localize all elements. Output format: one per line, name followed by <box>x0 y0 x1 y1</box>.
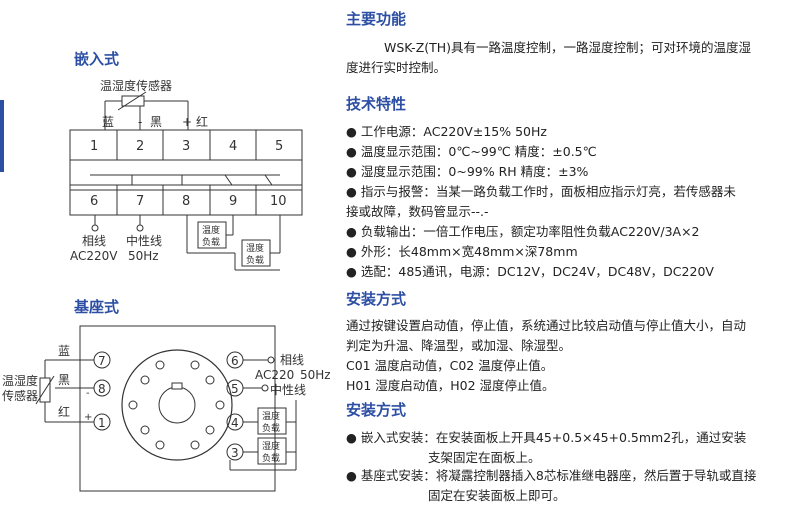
temp-load-l1: 温度 <box>202 224 220 236</box>
tech-item-text: 指示与报警：当某一路负载工作时，面板相应指示灯亮，若传感器未 <box>360 184 736 199</box>
hum-load-l1: 湿度 <box>246 242 264 254</box>
embedded-wiring-diagram: 温湿度传感器 蓝 - 黑 + 红 1 2 3 4 5 6 7 8 9 10 相线… <box>69 78 303 271</box>
install-line-1: 通过按键设置启动值，停止值，系统通过比较启动值与停止值大小，自动 <box>346 318 747 333</box>
live-label: 相线 <box>82 234 106 248</box>
socket-pin-1: 1 <box>98 416 106 430</box>
tech-item-text: 负载输出：一倍工作电压，额定功率阻性负载AC220V/3A×2 <box>360 224 700 239</box>
tech-item: ● 指示与报警：当某一路负载工作时，面板相应指示灯亮，若传感器未 <box>346 184 736 199</box>
socket-hum-load-box <box>257 437 287 465</box>
install-title: 安装方式 <box>346 290 407 308</box>
tech-item-text: 外形：长48mm×宽48mm×深78mm <box>360 244 578 259</box>
tech-item-text: 湿度显示范围：0~99% RH 精度：±3% <box>360 164 589 179</box>
socket-ring <box>121 349 233 461</box>
socket-plus: + <box>84 412 92 423</box>
socket-pin-6: 6 <box>231 354 239 368</box>
install2-item: ● 嵌入式安装：在安装面板上开具45+0.5×45+0.5mm2孔，通过安装 <box>346 430 747 445</box>
install2-item-cont: 支架固定在面板上。 <box>428 450 541 465</box>
sensor-symbol <box>121 95 145 107</box>
terminal-10: 10 <box>270 194 287 209</box>
wire-black-label: 黑 <box>150 115 162 129</box>
install2-item: ● 基座式安装：将凝露控制器插入8芯标准继电器座，然后置于导轨或直接 <box>346 468 757 483</box>
left-accent-bar <box>0 100 4 172</box>
socket-pin-4: 4 <box>231 416 239 430</box>
socket-wire-black: 黑 <box>58 373 70 387</box>
terminal-6: 6 <box>90 194 98 209</box>
install2-title: 安装方式 <box>346 401 407 419</box>
freq-label: 50Hz <box>128 249 159 263</box>
tech-title: 技术特性 <box>346 95 407 113</box>
socket-ac-label: AC220 <box>255 368 294 382</box>
main-func-line-2: 度进行实时控制。 <box>346 60 447 75</box>
install-line-2: 判定为升温、降温型，或加湿、除湿型。 <box>346 338 572 353</box>
socket-wiring-diagram: 7 8 1 6 5 4 3 蓝 黑 红 - + 温湿度 传感器 相线 AC220… <box>2 325 330 492</box>
tech-item: ● 湿度显示范围：0~99% RH 精度：±3% <box>346 164 589 179</box>
socket-temp-load-l1: 温度 <box>262 410 280 422</box>
terminal-7: 7 <box>136 194 144 209</box>
terminal-5: 5 <box>275 139 283 154</box>
tech-item: ● 工作电源：AC220V±15% 50Hz <box>346 124 547 139</box>
hum-load-l2: 负载 <box>246 254 264 266</box>
socket-pin-8: 8 <box>98 382 106 396</box>
socket-minus: - <box>86 388 90 399</box>
socket-wire-red: 红 <box>58 404 70 419</box>
socket-pin-5: 5 <box>231 382 239 396</box>
socket-pin-7: 7 <box>98 354 106 368</box>
install2-item-cont: 固定在安装面板上即可。 <box>428 488 566 503</box>
socket-frame <box>79 325 276 492</box>
main-func-title: 主要功能 <box>346 10 407 28</box>
socket-temp-load-l2: 负载 <box>262 422 280 434</box>
terminal-9: 9 <box>229 194 237 209</box>
temp-load-l2: 负载 <box>202 236 220 248</box>
install-line-3: C01 温度启动值，C02 温度停止值。 <box>346 358 554 373</box>
socket-wire-blue: 蓝 <box>58 344 70 358</box>
socket-freq-label: 50Hz <box>300 368 330 382</box>
wire-red-label: 红 <box>196 114 208 129</box>
tech-item-text: 选配：485通讯，电源：DC12V，DC24V，DC48V，DC220V <box>360 264 714 279</box>
socket-sensor-l2: 传感器 <box>2 388 38 403</box>
install-line-4: H01 湿度启动值，H02 湿度停止值。 <box>346 378 555 393</box>
socket-sensor-l1: 温湿度 <box>2 373 38 388</box>
socket-neutral-label: 中性线 <box>270 382 306 397</box>
wire-blue-label: 蓝 <box>102 115 114 129</box>
socket-hum-load-l1: 湿度 <box>262 440 280 452</box>
socket-title: 基座式 <box>74 298 120 316</box>
tech-item: ● 选配：485通讯，电源：DC12V，DC24V，DC48V，DC220V <box>346 264 714 279</box>
install2-item-text: 基座式安装：将凝露控制器插入8芯标准继电器座，然后置于导轨或直接 <box>360 468 757 483</box>
install2-item-text: 嵌入式安装：在安装面板上开具45+0.5×45+0.5mm2孔，通过安装 <box>360 430 747 445</box>
tech-item-text: 温度显示范围：0℃~99℃ 精度：±0.5℃ <box>360 144 597 159</box>
main-func-line-1: WSK-Z(TH)具有一路温度控制，一路湿度控制；可对环境的温度湿 <box>384 40 752 55</box>
tech-item-cont: 接或故障，数码管显示--.- <box>346 204 489 219</box>
terminal-3: 3 <box>182 139 190 154</box>
plus-sign: + <box>182 115 192 129</box>
tech-item: ● 外形：长48mm×宽48mm×深78mm <box>346 244 578 259</box>
voltage-label: AC220V <box>70 249 118 263</box>
sensor-label: 温湿度传感器 <box>100 78 172 93</box>
socket-hum-load-l2: 负载 <box>262 452 280 464</box>
tech-item: ● 负载输出：一倍工作电压，额定功率阻性负载AC220V/3A×2 <box>346 224 700 239</box>
neutral-label: 中性线 <box>126 233 162 248</box>
socket-pin-3: 3 <box>231 446 239 460</box>
embedded-title: 嵌入式 <box>74 50 120 68</box>
tech-item: ● 温度显示范围：0℃~99℃ 精度：±0.5℃ <box>346 144 597 159</box>
socket-temp-load-box <box>257 407 287 435</box>
terminal-8: 8 <box>182 194 190 209</box>
terminal-1: 1 <box>90 139 98 154</box>
tech-item-text: 工作电源：AC220V±15% 50Hz <box>360 124 547 139</box>
terminal-2: 2 <box>136 139 144 154</box>
terminal-4: 4 <box>229 139 237 154</box>
socket-live-label: 相线 <box>280 353 304 367</box>
